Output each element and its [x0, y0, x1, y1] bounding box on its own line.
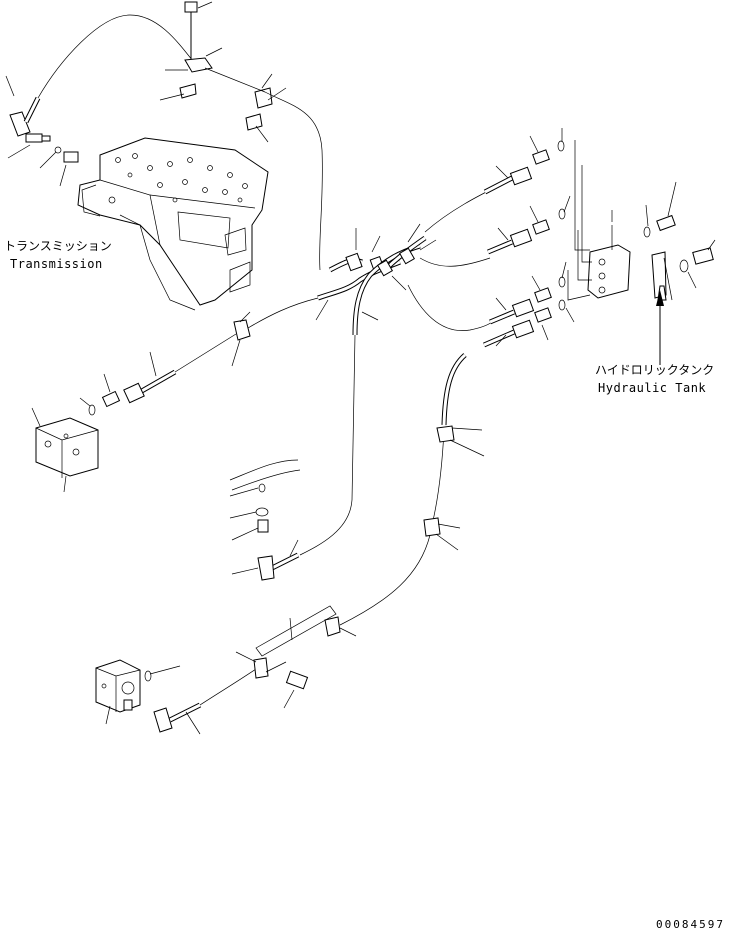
- hydraulic-tank-label-en: Hydraulic Tank: [598, 381, 706, 395]
- lower-left-fitting-group: [229, 459, 301, 581]
- hose-middle-right: [419, 257, 491, 267]
- hydraulic-tank-pointer-arrow: [656, 290, 664, 365]
- bottom-tube-and-valve-block: [95, 605, 337, 735]
- transmission-label-en: Transmission: [10, 257, 103, 271]
- central-hose-bundle: [317, 235, 427, 336]
- elbow-fitting-top-left: [9, 96, 79, 163]
- hose-lower-right: [407, 284, 493, 331]
- document-id: 00084597: [656, 918, 725, 931]
- tube-top-center: [204, 67, 323, 271]
- leader-lines-right: [315, 128, 716, 347]
- hydraulic-tank-port-block: [567, 140, 714, 301]
- center-down-tube: [299, 334, 356, 556]
- transmission-housing: [77, 137, 269, 311]
- leader-lines-top: [5, 1, 287, 187]
- tank-hose-fittings: [483, 140, 566, 348]
- transmission-label-jp: トランスミッション: [4, 239, 112, 253]
- hydraulic-tank-label-jp: ハイドロリックタンク: [595, 363, 714, 377]
- left-middle-tube-assembly: [31, 297, 319, 493]
- tube-top-left: [37, 14, 201, 99]
- right-down-hose: [324, 353, 485, 637]
- bolt-and-clamp-top: [179, 1, 273, 131]
